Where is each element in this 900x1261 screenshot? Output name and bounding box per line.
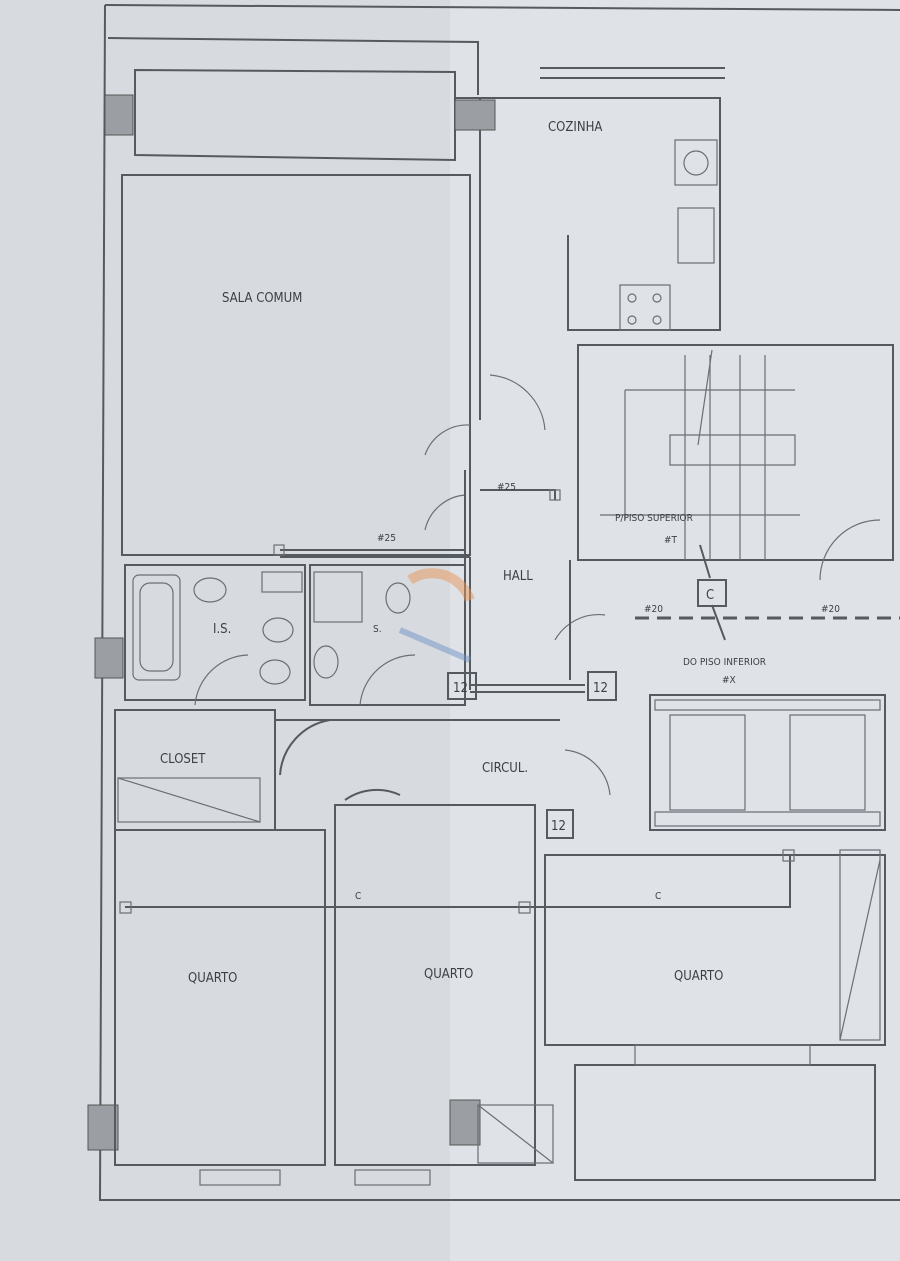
line-c-label-2: C — [655, 891, 661, 902]
elevators — [649, 694, 886, 831]
paper-shade — [0, 0, 450, 1261]
label-pipe-25-hall: #25 — [497, 482, 516, 493]
bathrooms — [124, 564, 466, 706]
room-label-hall: HALL — [503, 569, 533, 584]
label-down-code: #X — [722, 675, 736, 686]
line-c-label-1: C — [355, 891, 361, 902]
room-label-is: I.S. — [213, 622, 231, 637]
box-12-label-1: 12 — [453, 681, 468, 696]
box-12-label-3: 12 — [551, 819, 566, 834]
box-12-label-2: 12 — [593, 681, 608, 696]
label-up-code: #T — [664, 535, 678, 546]
room-label-s: S. — [373, 624, 382, 635]
bedrooms — [114, 804, 886, 1186]
watermark-logo — [398, 568, 475, 663]
label-pipe-20-left: #20 — [644, 604, 663, 615]
stairs — [577, 344, 894, 561]
room-label-closet: CLOSET — [160, 752, 206, 767]
room-label-quarto-3: QUARTO — [674, 969, 723, 984]
pipe-lines — [125, 544, 900, 908]
room-label-sala-comum: SALA COMUM — [222, 291, 302, 306]
box-c-label: C — [706, 588, 714, 603]
columns — [87, 94, 496, 1151]
outer-walls — [98, 4, 900, 1201]
label-down: DO PISO INFERIOR — [683, 657, 766, 668]
label-pipe-20-right: #20 — [821, 604, 840, 615]
label-pipe-25-sala: #25 — [377, 533, 396, 544]
room-label-circul: CIRCUL. — [482, 761, 528, 776]
room-label-quarto-1: QUARTO — [188, 971, 237, 986]
living-room — [121, 174, 471, 556]
room-label-cozinha: COZINHA — [548, 120, 602, 135]
room-label-quarto-2: QUARTO — [424, 967, 473, 982]
label-up: P/PISO SUPERIOR — [615, 513, 693, 524]
junction-boxes — [119, 489, 795, 914]
kitchen — [619, 139, 718, 331]
closet-circulation — [114, 709, 611, 831]
